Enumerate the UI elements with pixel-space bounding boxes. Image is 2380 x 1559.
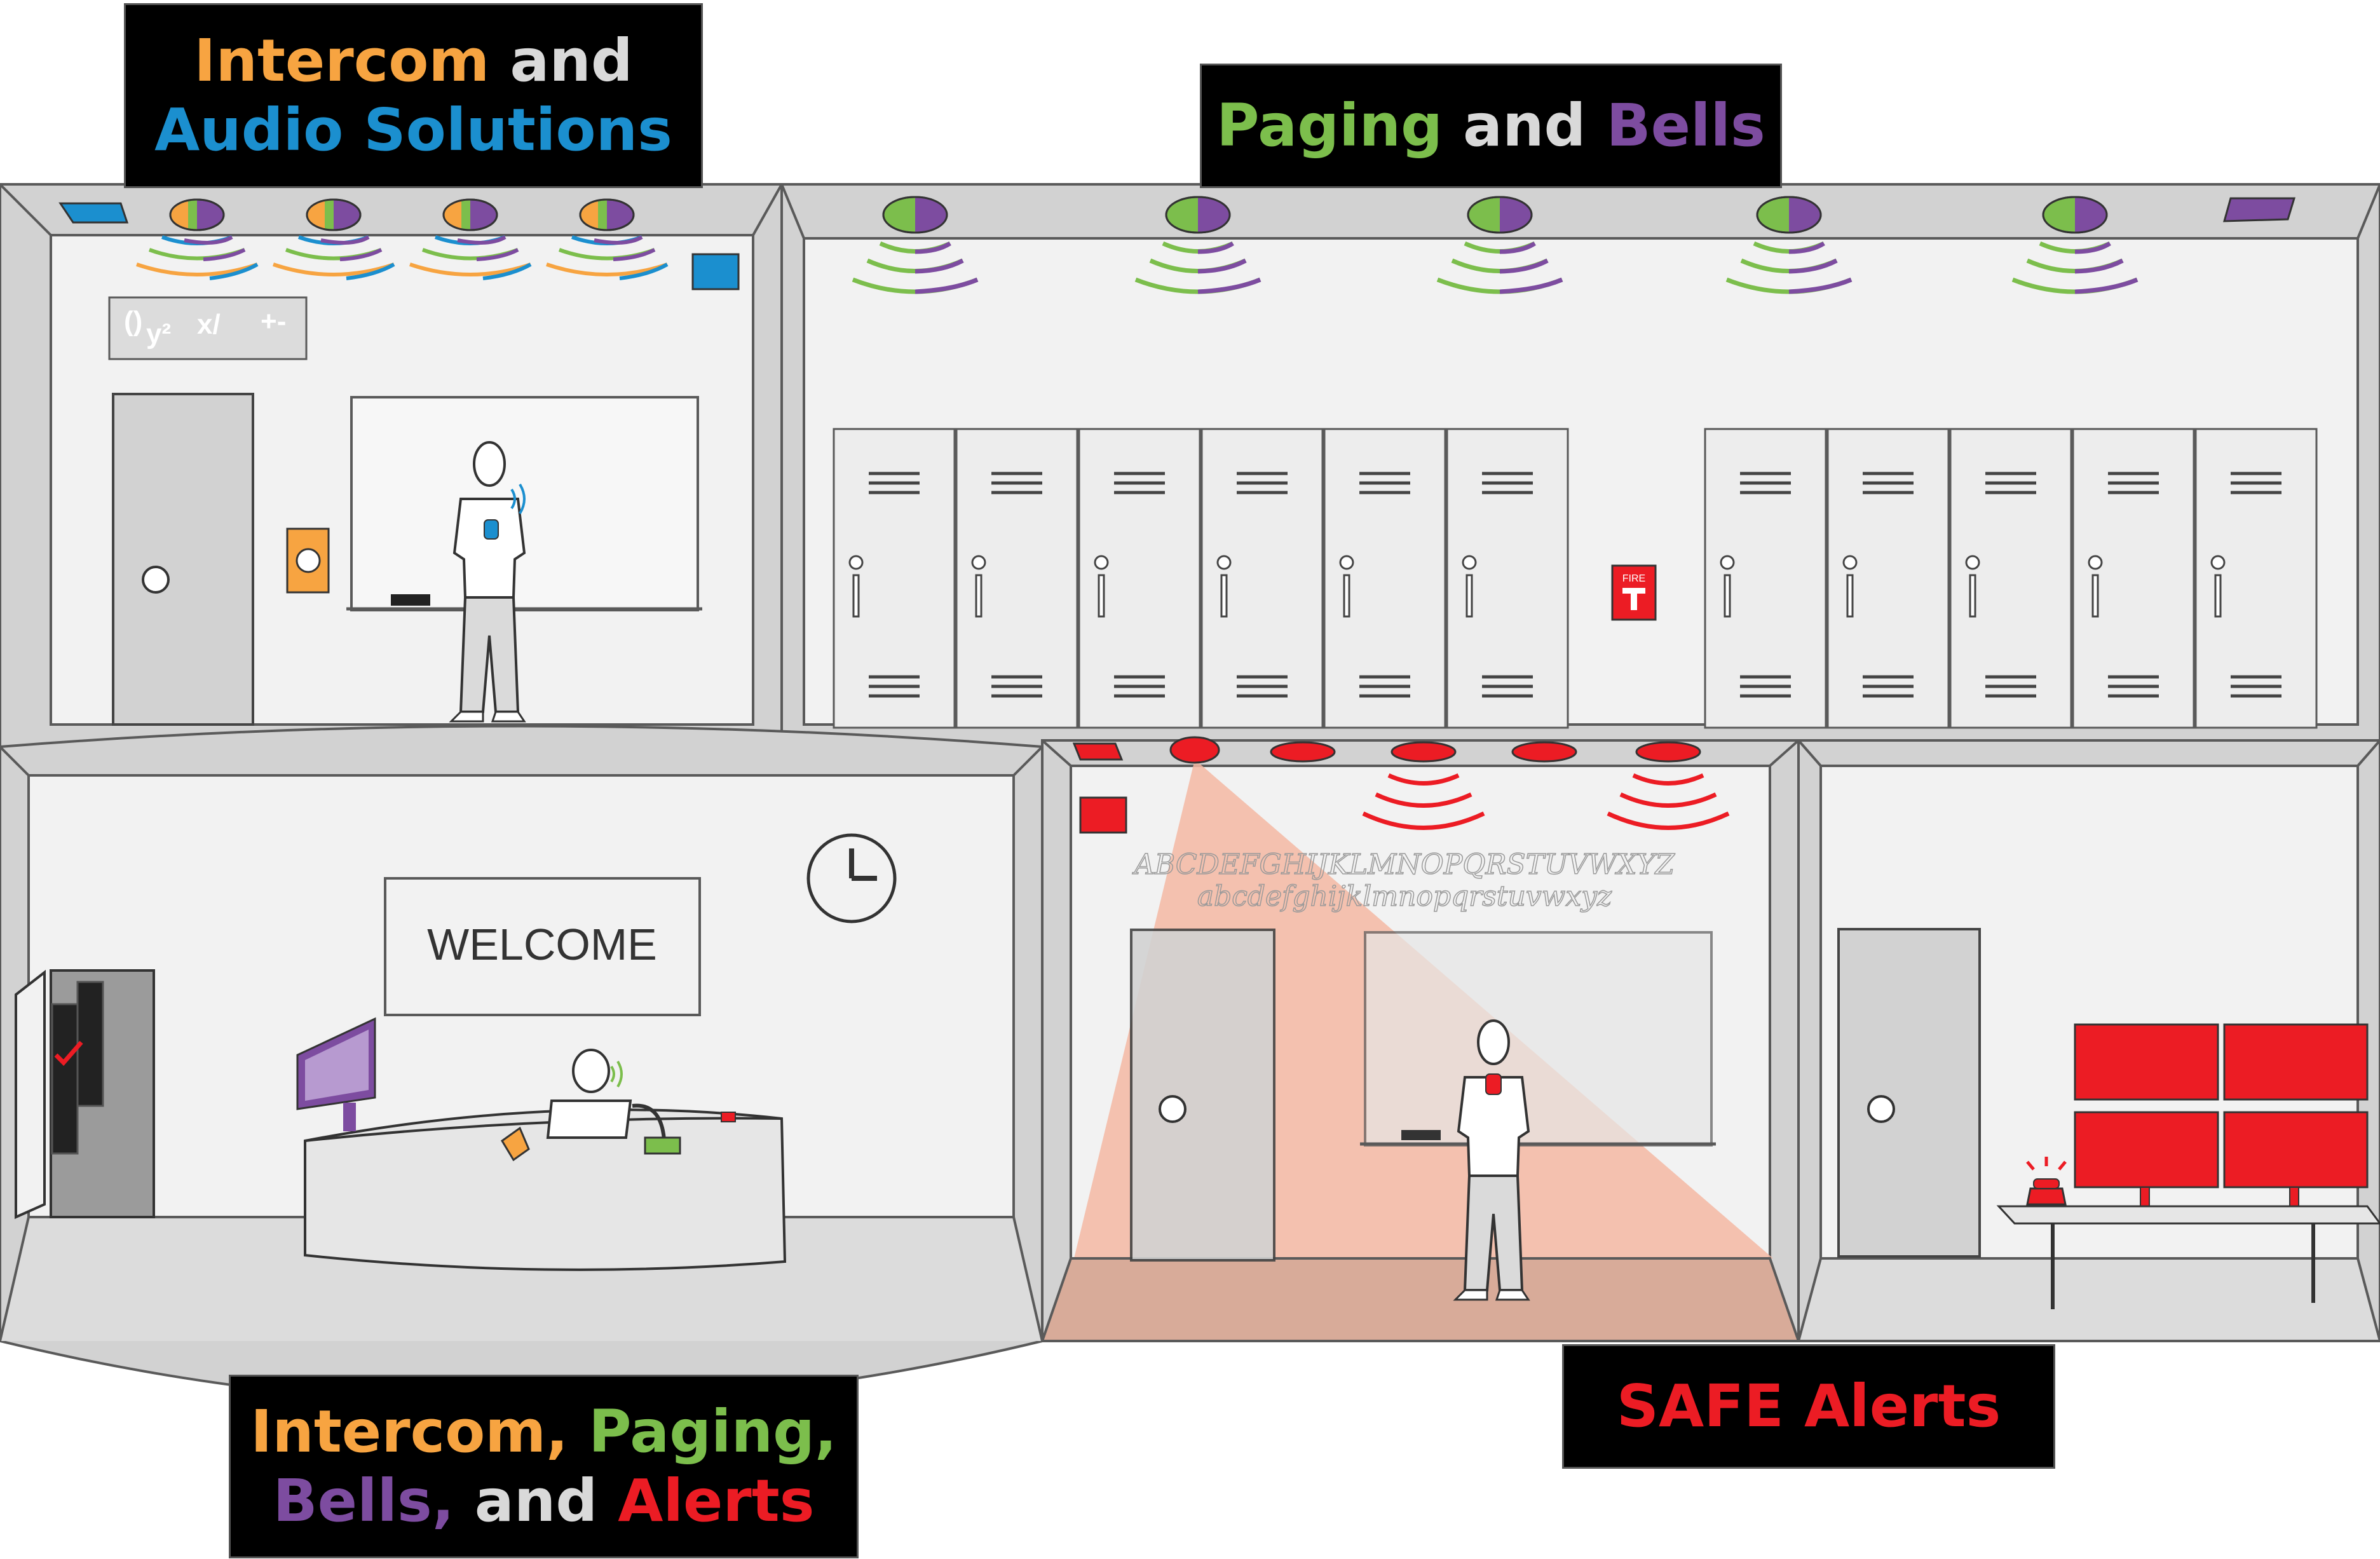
microphone-icon[interactable] [632, 1103, 681, 1155]
alert-controller-icon [1072, 742, 1124, 761]
phone-icon[interactable] [501, 1126, 530, 1162]
receptionist-figure [546, 1049, 632, 1139]
alert-room-door[interactable] [1130, 929, 1275, 1262]
alert-speaker-icon [1362, 741, 1485, 830]
alert-classroom: ABCDEFGHIJKLMNOPQRSTUVWXYZ abcdefghijklm… [1040, 736, 1800, 1342]
math-symbol: y² [146, 318, 171, 350]
classroom-door[interactable] [112, 393, 254, 726]
label-word: Bells [1606, 91, 1765, 160]
alphabet-lower: abcdefghijklmnopqrstuvwxyz [1197, 880, 1612, 913]
label-paging-bells: Paging and Bells [1200, 64, 1782, 188]
bell-controller-icon [2223, 197, 2296, 222]
control-table [1996, 1205, 2380, 1309]
intercom-panel-icon [691, 253, 740, 290]
label-word: and [454, 1466, 618, 1535]
label-word: and [1442, 91, 1607, 160]
alert-strobe-icon [1270, 741, 1336, 763]
alarm-phone-icon[interactable] [2026, 1157, 2067, 1206]
label-word: and [489, 26, 633, 95]
alert-strobe-icon [1511, 741, 1577, 763]
eraser [391, 594, 430, 606]
label-word: Alerts [618, 1466, 815, 1535]
label-word: Bells, [273, 1466, 454, 1535]
alert-strobe-icon [1169, 736, 1220, 764]
monitor-wall-icon [2074, 1023, 2369, 1221]
label-word: Intercom, [250, 1397, 569, 1466]
hallway-room: FIRE [780, 183, 2380, 748]
ceiling-speaker-blue-icon [58, 202, 129, 224]
math-symbol: +- [261, 306, 286, 337]
pendant-icon [484, 519, 499, 540]
fire-label: FIRE [1622, 573, 1645, 584]
server-rack-icon [51, 981, 104, 1155]
intercom-panel-red-icon [1079, 796, 1127, 834]
locker-bank-right [1705, 429, 2316, 728]
monitor-icon [296, 1017, 376, 1131]
label-word: SAFE Alerts [1616, 1372, 2001, 1440]
clock-icon [806, 833, 897, 923]
rack-room-door[interactable] [15, 969, 46, 1220]
teacher-figure [1454, 1019, 1530, 1301]
whiteboard [1364, 931, 1713, 1147]
welcome-text: WELCOME [427, 920, 657, 969]
fire-alarm-icon[interactable]: FIRE [1611, 564, 1657, 621]
reception-desk [304, 1108, 787, 1271]
alert-speaker-icon [1607, 741, 1730, 830]
control-room [1797, 739, 2380, 1342]
lobby-room: WELCOME [0, 725, 1044, 1406]
welcome-sign [384, 877, 701, 1016]
control-room-door[interactable] [1837, 928, 1981, 1258]
locker-bank-left [834, 429, 1568, 728]
math-symbol: () [124, 306, 142, 337]
math-symbol: x/ [197, 309, 221, 340]
label-word: Intercom [194, 26, 490, 95]
classroom-room: () y² x/ +- [0, 183, 783, 748]
label-intercom-audio: Intercom and Audio Solutions [124, 3, 703, 188]
teacher-figure [450, 441, 526, 723]
label-word: Paging [1216, 91, 1443, 160]
eraser [1401, 1130, 1441, 1140]
desk-alert-button-icon[interactable] [721, 1112, 736, 1122]
math-poster [108, 296, 308, 360]
door-knob-icon[interactable] [1867, 1095, 1895, 1123]
door-knob-icon[interactable] [142, 566, 170, 594]
door-knob-icon[interactable] [1159, 1095, 1187, 1123]
label-word: Audio Solutions [154, 95, 672, 164]
label-combined-systems: Intercom, Paging, Bells, and Alerts [229, 1375, 859, 1558]
label-safe-alerts: SAFE Alerts [1562, 1344, 2055, 1469]
label-word: Paging, [568, 1397, 837, 1466]
pendant-alert-icon [1485, 1073, 1502, 1095]
alphabet-upper: ABCDEFGHIJKLMNOPQRSTUVWXYZ [1132, 848, 1676, 881]
